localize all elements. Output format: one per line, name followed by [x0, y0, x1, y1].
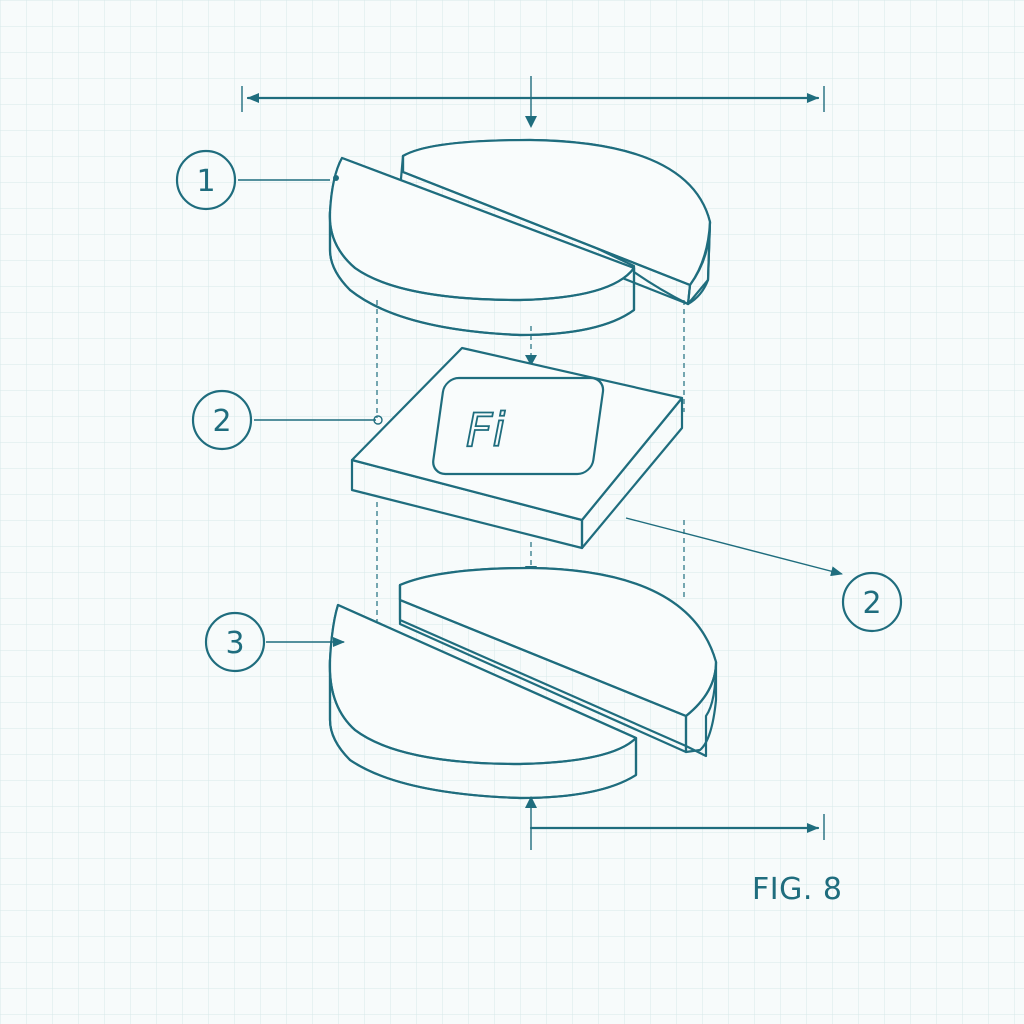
top-split-disc — [328, 138, 712, 337]
leader-lines — [238, 175, 843, 647]
callout-2-left: 2 — [191, 389, 253, 451]
top-dimension-line — [241, 76, 825, 128]
fi-app-icon: Fi — [432, 376, 605, 476]
callout-3-label: 3 — [225, 626, 244, 661]
figure-caption: FIG. 8 — [752, 872, 843, 907]
fi-icon-text: Fi — [466, 403, 505, 457]
callout-1: 1 — [175, 149, 237, 211]
callout-2-right: 2 — [841, 571, 903, 633]
middle-square-tile: Fi — [350, 346, 684, 550]
bottom-split-disc — [328, 566, 718, 800]
callout-3: 3 — [204, 611, 266, 673]
callout-2-left-label: 2 — [212, 404, 231, 439]
callout-1-label: 1 — [196, 164, 215, 199]
bottom-dimension-line — [525, 796, 825, 850]
callout-2-right-label: 2 — [862, 586, 881, 621]
